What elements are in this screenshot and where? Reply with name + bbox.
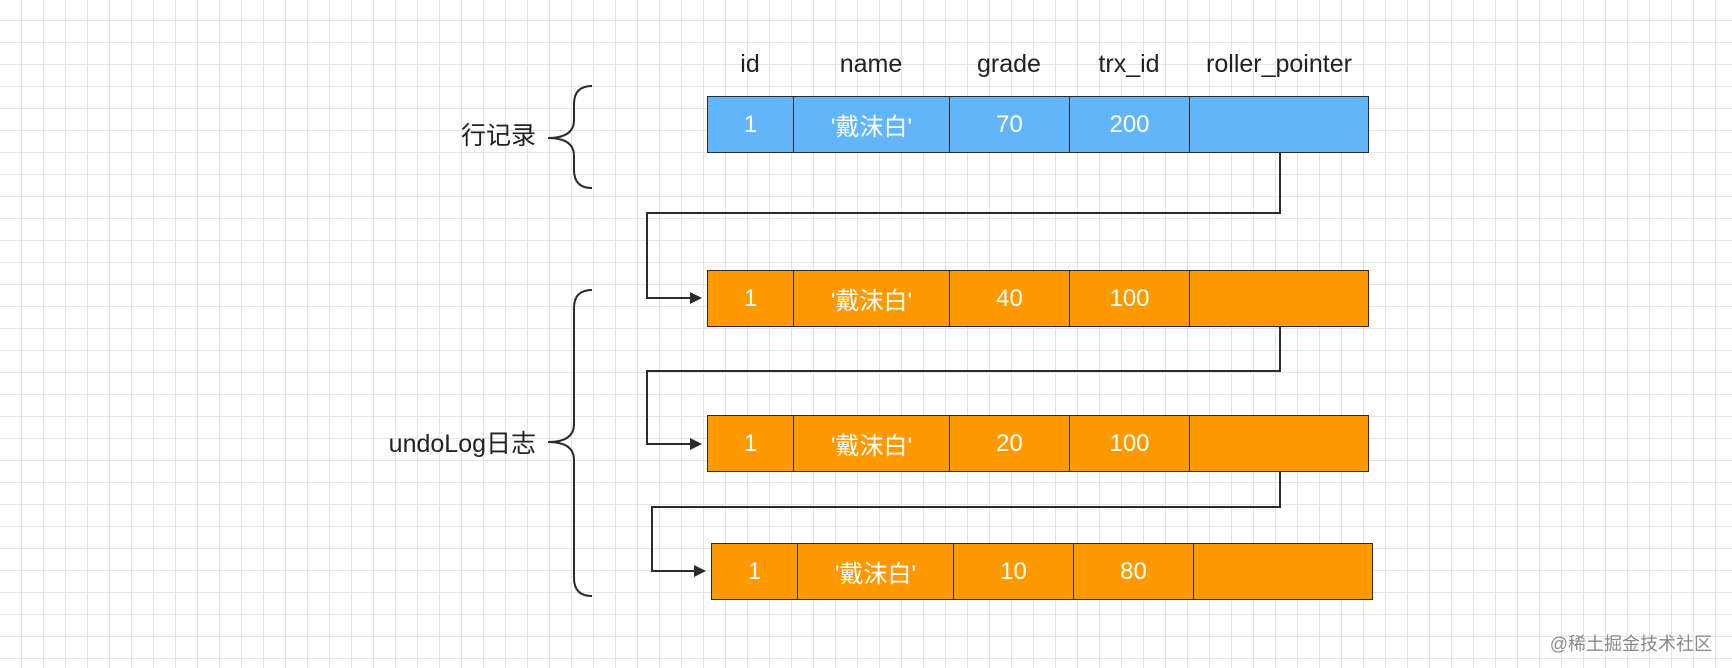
cell-trx-id: 80 <box>1074 544 1194 599</box>
cell-name: '戴沫白' <box>794 416 950 471</box>
cell-trx-id: 100 <box>1070 271 1190 326</box>
column-header-name: name <box>839 50 903 78</box>
undo-row-2: 1 '戴沫白' 20 100 <box>707 415 1369 472</box>
undo-log-brace <box>547 289 593 597</box>
undo-row-1: 1 '戴沫白' 40 100 <box>707 270 1369 327</box>
cell-name: '戴沫白' <box>798 544 954 599</box>
cell-grade: 20 <box>950 416 1070 471</box>
pointer-arrow-1 <box>646 153 1281 304</box>
cell-id: 1 <box>708 271 794 326</box>
row-record-label: 行记录 <box>460 122 536 150</box>
pointer-arrow-3 <box>651 472 1281 577</box>
cell-name: '戴沫白' <box>794 97 950 152</box>
cell-id: 1 <box>708 416 794 471</box>
watermark: @稀土掘金技术社区 <box>1549 634 1712 654</box>
cell-grade: 70 <box>950 97 1070 152</box>
pointer-arrow-2 <box>646 327 1281 450</box>
cell-name: '戴沫白' <box>794 271 950 326</box>
undo-log-label: undoLog日志 <box>388 430 536 458</box>
cell-trx-id: 100 <box>1070 416 1190 471</box>
column-header-trx-id: trx_id <box>1098 50 1160 78</box>
column-header-grade: grade <box>977 50 1041 78</box>
cell-id: 1 <box>708 97 794 152</box>
cell-grade: 10 <box>954 544 1074 599</box>
undo-row-3: 1 '戴沫白' 10 80 <box>711 543 1373 600</box>
row-record: 1 '戴沫白' 70 200 <box>707 96 1369 153</box>
column-header-roller-pointer: roller_pointer <box>1206 50 1352 78</box>
cell-trx-id: 200 <box>1070 97 1190 152</box>
row-record-brace <box>547 85 593 189</box>
cell-grade: 40 <box>950 271 1070 326</box>
column-header-id: id <box>740 50 760 78</box>
cell-id: 1 <box>712 544 798 599</box>
